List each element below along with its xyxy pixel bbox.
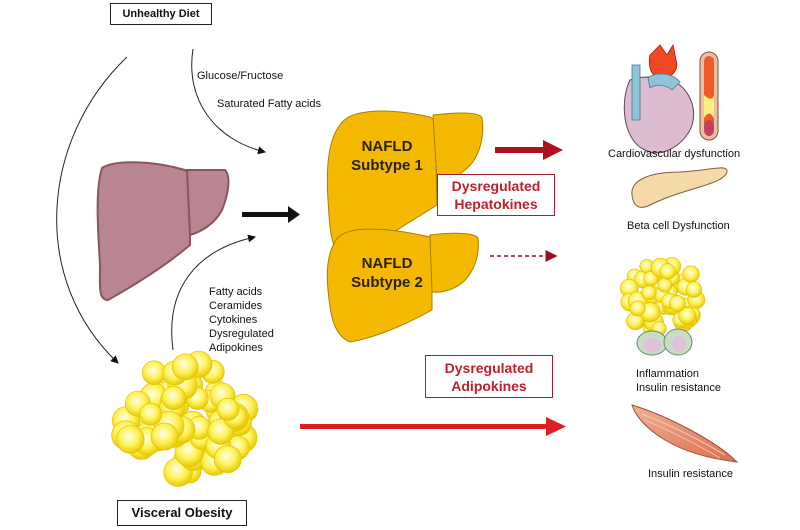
adipocyte [641,285,657,301]
adipocyte [657,277,673,293]
outcome-inflammation-line1: Inflammation [636,368,699,380]
obesity-factor: Adipokines [209,342,263,354]
adipocyte [213,445,242,473]
visceral-fat-cluster [111,350,259,487]
outcome-inflammation-line2: Insulin resistance [636,382,721,394]
obesity-factors-list: Fatty acids Ceramides Cytokines Dysregul… [209,285,274,355]
unhealthy-diet-label: Unhealthy Diet [122,8,200,20]
nafld-subtype-1-label: NAFLD Subtype 1 [342,137,432,175]
diet-to-obesity-arrow [56,56,128,364]
hepatokines-line1: Dysregulated [451,178,541,194]
obesity-factor: Dysregulated [209,328,274,340]
hepatokine-arrow [495,140,563,160]
healthy-liver-icon [96,161,230,302]
adipocyte [116,425,145,454]
subtype-1-line1: NAFLD [361,138,413,155]
adipocyte [629,300,646,317]
muscle-icon [631,404,739,463]
progression-arrow [242,206,300,223]
visceral-obesity-label: Visceral Obesity [131,505,233,520]
adipocyte [659,263,676,280]
adipocyte [139,402,163,426]
adipocyte [171,353,199,381]
adipokines-line2: Adipokines [451,378,527,394]
adipokines-line1: Dysregulated [444,360,534,376]
adipokine-arrow [300,417,566,436]
visceral-obesity-box: Visceral Obesity [117,500,247,526]
subtype-2-line2: Subtype 2 [351,274,423,291]
nafld-subtype-2-liver [326,228,479,343]
heart-icon [623,43,695,154]
artery-plaque-icon [699,51,719,141]
dysregulated-hepatokines-box: Dysregulated Hepatokines [437,174,555,216]
pancreas-icon [631,167,728,208]
obesity-to-nafld-arrow [171,234,256,351]
immune-cells-icon [636,328,693,356]
nafld-subtype-2-label: NAFLD Subtype 2 [342,254,432,292]
outcome-beta-cell: Beta cell Dysfunction [627,220,730,232]
outcome-inflammation: Inflammation Insulin resistance [636,367,721,395]
outcome-muscle-insulin-resistance: Insulin resistance [648,468,733,480]
adipocyte [678,306,697,325]
diet-factor-glucose: Glucose/Fructose [197,70,284,82]
hepatokines-line2: Hepatokines [454,196,538,212]
adipocyte [669,295,686,312]
adipocyte [685,281,703,298]
adipocyte [682,265,700,283]
outcome-cardiovascular: Cardiovascular dysfunction [608,148,741,160]
diet-to-nafld-arrow [191,48,266,155]
obesity-factor: Cytokines [209,314,258,326]
adipocyte [216,397,240,421]
subtype-2-line1: NAFLD [361,255,413,272]
subtype-1-line2: Subtype 1 [351,157,423,174]
adipocyte [150,422,179,451]
diet-factor-saturated-fat: Saturated Fatty acids [217,98,321,110]
unhealthy-diet-box: Unhealthy Diet [110,3,212,25]
adipose-tissue-icon [619,257,706,339]
dysregulated-adipokines-box: Dysregulated Adipokines [425,355,553,398]
obesity-factor: Ceramides [209,300,263,312]
obesity-factor: Fatty acids [209,286,263,298]
adipocyte [161,385,186,411]
